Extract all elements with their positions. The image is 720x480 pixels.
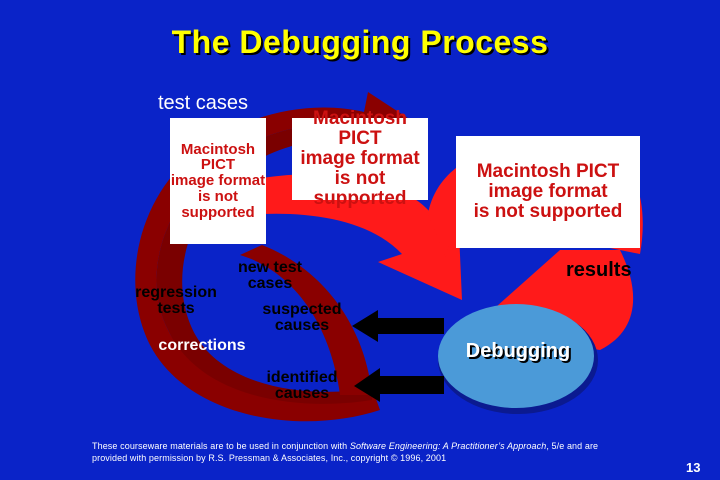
pict-placeholder-text: Macintosh PICT image format is not suppo… <box>170 140 266 221</box>
pict-placeholder-execution: Macintosh PICT image format is not suppo… <box>292 109 428 208</box>
pict-placeholder-text: Macintosh PICT image format is not suppo… <box>473 161 623 222</box>
footer-book-title: Software Engineering: A Practitioner’s A… <box>349 441 547 451</box>
footer-line1-prefix: These courseware materials are to be use… <box>92 441 350 451</box>
copyright-footer: These courseware materials are to be use… <box>92 440 652 464</box>
new-test-cases-label: new test cases <box>237 259 302 292</box>
suspected-causes-label: suspected causes <box>262 301 342 334</box>
identified-causes-arrow <box>354 368 444 402</box>
slide-title: The Debugging Process <box>171 24 549 60</box>
suspected-causes-arrow <box>352 310 444 342</box>
cycle-inner-sweep <box>240 245 372 395</box>
pict-placeholder-results: Macintosh PICT image format is not suppo… <box>456 136 640 248</box>
debugging-label: Debugging <box>465 340 571 362</box>
pict-placeholder-test-cases: Macintosh PICT image format is not suppo… <box>170 118 266 244</box>
results-flow-arrow <box>262 174 462 300</box>
page-number: 13 <box>686 460 701 475</box>
identified-causes-label: identified causes <box>266 369 338 402</box>
pict-placeholder-text: Macintosh PICT image format is not suppo… <box>300 108 420 209</box>
results-label: results <box>566 259 632 281</box>
corrections-label: corrections <box>158 337 246 354</box>
debugging-ellipse <box>438 304 594 408</box>
test-cases-label: test cases <box>158 92 249 114</box>
footer-line1-suffix: , 5/e and are <box>546 441 599 451</box>
footer-line2: provided with permission by R.S. Pressma… <box>92 453 447 464</box>
regression-tests-label: regression tests <box>135 284 217 317</box>
